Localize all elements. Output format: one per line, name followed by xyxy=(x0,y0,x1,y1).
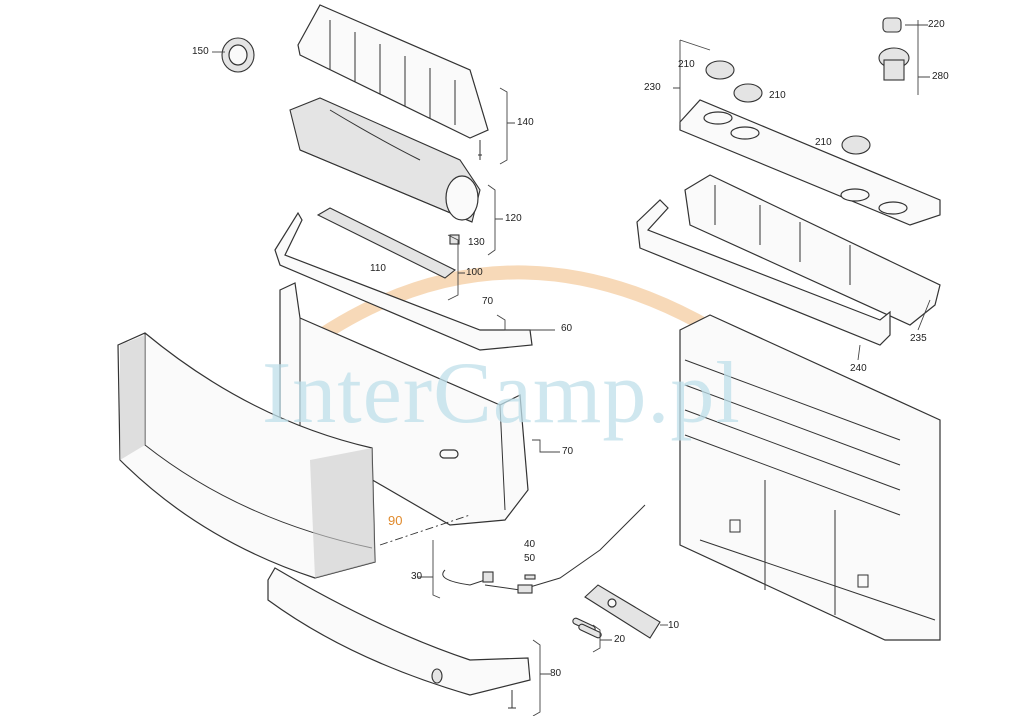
label-140: 140 xyxy=(517,117,534,128)
label-120: 120 xyxy=(505,213,522,224)
part-80-base xyxy=(267,567,531,696)
label-100: 100 xyxy=(466,267,483,278)
part-120-logs xyxy=(289,97,481,223)
watermark: InterCamp.pl xyxy=(262,345,741,442)
part-90-grille xyxy=(117,332,376,579)
part-40-50-fuse xyxy=(524,574,536,580)
label-220: 220 xyxy=(928,19,945,30)
label-70-screw: 70 xyxy=(482,296,494,307)
label-70-body: 70 xyxy=(562,446,574,457)
label-10: 10 xyxy=(668,620,680,631)
label-30: 30 xyxy=(411,571,423,582)
label-150: 150 xyxy=(192,46,209,57)
part-240-front xyxy=(636,199,891,346)
label-235: 235 xyxy=(910,333,927,344)
label-240: 240 xyxy=(850,363,867,374)
screw xyxy=(508,690,516,709)
label-40: 40 xyxy=(524,539,536,550)
heater-casing xyxy=(679,314,941,641)
callout-brackets xyxy=(212,20,931,716)
part-230-plate xyxy=(679,99,941,226)
label-130: 130 xyxy=(468,237,485,248)
label-50: 50 xyxy=(524,553,536,564)
part-220-280-knob xyxy=(878,17,910,81)
label-60: 60 xyxy=(561,323,573,334)
screw xyxy=(478,140,482,160)
part-10-remote xyxy=(584,584,661,639)
part-140-frame xyxy=(297,4,489,139)
part-130-clip xyxy=(449,234,460,245)
part-210-caps xyxy=(705,60,871,155)
label-280: 280 xyxy=(932,71,949,82)
part-150-knob xyxy=(221,37,255,73)
part-235-frame xyxy=(684,174,941,326)
label-90: 90 xyxy=(388,513,403,528)
label-210-c: 210 xyxy=(815,137,832,148)
label-80: 80 xyxy=(550,668,562,679)
label-110: 110 xyxy=(370,263,386,274)
label-20: 20 xyxy=(614,634,626,645)
label-210-b: 210 xyxy=(769,90,786,101)
part-110-board xyxy=(316,207,457,279)
watermark-arc xyxy=(295,265,765,366)
label-230: 230 xyxy=(644,82,661,93)
part-30-cable xyxy=(442,504,646,594)
part-20-magnets xyxy=(572,617,602,639)
label-210-a: 210 xyxy=(678,59,695,70)
